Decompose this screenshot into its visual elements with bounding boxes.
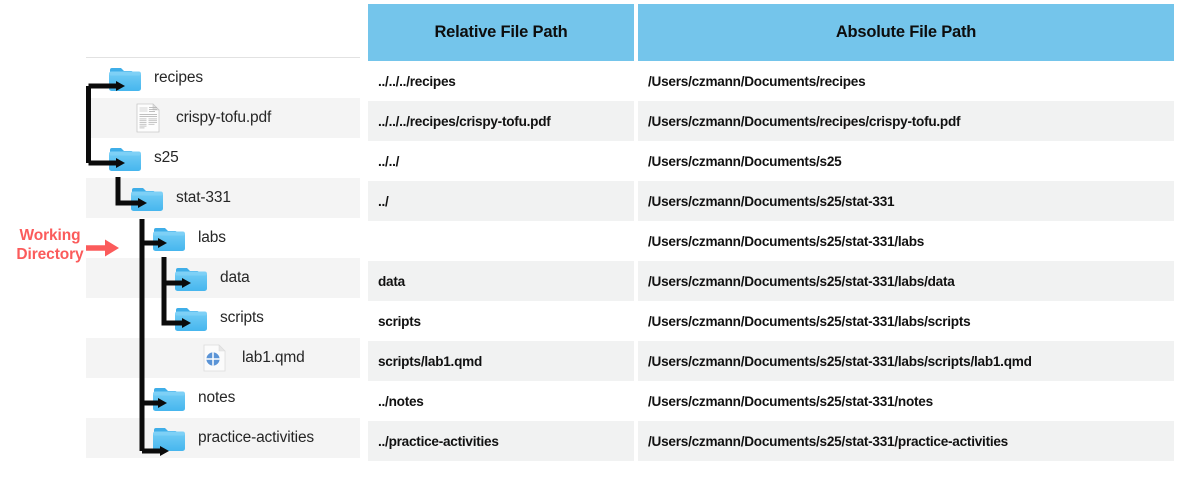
quarto-document-icon — [203, 344, 226, 372]
folder-icon — [153, 428, 185, 451]
table-row: ../../../recipes/crispy-tofu.pdf/Users/c… — [368, 101, 1174, 141]
folder-icon — [152, 383, 188, 413]
tree-item-label: practice-activities — [198, 429, 315, 446]
cell-relative-path: ../ — [368, 181, 634, 221]
folder-icon — [109, 148, 141, 171]
tree-item-label: crispy-tofu.pdf — [176, 109, 272, 126]
column-header-relative-path: Relative File Path — [368, 4, 634, 61]
folder-icon — [174, 303, 210, 333]
cell-absolute-path: /Users/czmann/Documents/s25/stat-331/lab… — [638, 261, 1174, 301]
folder-icon — [152, 223, 188, 253]
tree-item-label: labs — [198, 229, 226, 246]
folder-icon — [109, 68, 141, 91]
file-path-table: Relative File Path Absolute File Path ..… — [368, 4, 1174, 461]
file-tree: recipes crispy-tofu.pdf s25 stat-331 labs dat… — [86, 57, 360, 472]
column-divider — [634, 421, 638, 461]
cell-relative-path: data — [368, 261, 634, 301]
folder-icon — [130, 183, 166, 213]
tree-item-label: lab1.qmd — [242, 349, 305, 366]
column-divider — [634, 181, 638, 221]
cell-relative-path: ../notes — [378, 393, 424, 409]
working-directory-annotation: Working Directory — [0, 226, 100, 264]
cell-absolute-path: /Users/czmann/Documents/s25 — [648, 153, 842, 169]
cell-relative-path: scripts — [378, 313, 421, 329]
folder-icon — [153, 388, 185, 411]
folder-icon — [152, 423, 188, 453]
tree-item-labs[interactable]: labs — [86, 218, 360, 258]
column-divider — [634, 381, 638, 421]
tree-item-lab1-qmd[interactable]: lab1.qmd — [86, 338, 360, 378]
cell-absolute-path: /Users/czmann/Documents/s25/stat-331/lab… — [638, 341, 1174, 381]
folder-icon — [174, 263, 210, 293]
tree-item-stat-331[interactable]: stat-331 — [86, 178, 360, 218]
folder-icon — [131, 188, 163, 211]
cell-absolute-path: /Users/czmann/Documents/s25/stat-331/not… — [648, 393, 933, 409]
cell-relative-path: ../../../recipes/crispy-tofu.pdf — [368, 101, 634, 141]
column-header-absolute-path: Absolute File Path — [638, 4, 1174, 61]
cell-relative-path — [368, 221, 634, 261]
tree-item-label: data — [220, 269, 250, 286]
tree-item-label: scripts — [220, 309, 264, 326]
table-row: ../../ /Users/czmann/Documents/s25 — [368, 141, 1174, 181]
tree-item-label: stat-331 — [176, 189, 231, 206]
table-body: ../../../recipes/Users/czmann/Documents/… — [368, 61, 1174, 461]
tree-item-label: recipes — [154, 69, 203, 86]
cell-relative-path: ../../../recipes — [378, 73, 456, 89]
folder-icon — [108, 143, 144, 173]
tree-item-label: notes — [198, 389, 236, 406]
cell-relative-path: scripts/lab1.qmd — [368, 341, 634, 381]
table-row: /Users/czmann/Documents/s25/stat-331/lab… — [368, 221, 1174, 261]
cell-absolute-path: /Users/czmann/Documents/s25/stat-331/pra… — [638, 421, 1174, 461]
column-divider — [634, 101, 638, 141]
table-row: ../notes/Users/czmann/Documents/s25/stat… — [368, 381, 1174, 421]
column-divider — [634, 141, 638, 181]
column-divider — [634, 341, 638, 381]
cell-absolute-path: /Users/czmann/Documents/s25/stat-331 — [638, 181, 1174, 221]
table-row: ..//Users/czmann/Documents/s25/stat-331 — [368, 181, 1174, 221]
folder-icon — [175, 308, 207, 331]
working-directory-label-line1: Working — [19, 227, 81, 244]
cell-relative-path: ../../ — [378, 153, 400, 169]
table-row: data/Users/czmann/Documents/s25/stat-331… — [368, 261, 1174, 301]
pdf-document-icon — [130, 103, 166, 133]
column-divider — [634, 61, 638, 101]
column-divider — [634, 301, 638, 341]
cell-absolute-path: /Users/czmann/Documents/recipes/crispy-t… — [638, 101, 1174, 141]
tree-item-s25[interactable]: s25 — [86, 138, 360, 178]
table-header-row: Relative File Path Absolute File Path — [368, 4, 1174, 61]
table-row: ../practice-activities/Users/czmann/Docu… — [368, 421, 1174, 461]
cell-relative-path: ../practice-activities — [368, 421, 634, 461]
tree-item-notes[interactable]: notes — [86, 378, 360, 418]
folder-icon — [153, 228, 185, 251]
cell-absolute-path: /Users/czmann/Documents/recipes — [648, 73, 866, 89]
tree-item-practice-activities[interactable]: practice-activities — [86, 418, 360, 458]
tree-item-label: s25 — [154, 149, 179, 166]
cell-absolute-path: /Users/czmann/Documents/s25/stat-331/lab… — [648, 233, 925, 249]
column-divider — [634, 221, 638, 261]
working-directory-label-line2: Directory — [16, 246, 84, 263]
tree-item-data[interactable]: data — [86, 258, 360, 298]
quarto-document-icon — [196, 343, 232, 373]
cell-absolute-path: /Users/czmann/Documents/s25/stat-331/lab… — [648, 313, 971, 329]
right-arrow-icon — [86, 239, 119, 257]
tree-item-recipes[interactable]: recipes — [86, 58, 360, 98]
table-row: scripts/Users/czmann/Documents/s25/stat-… — [368, 301, 1174, 341]
tree-item-crispy-tofu-pdf[interactable]: crispy-tofu.pdf — [86, 98, 360, 138]
folder-icon — [108, 63, 144, 93]
table-row: scripts/lab1.qmd/Users/czmann/Documents/… — [368, 341, 1174, 381]
column-divider — [634, 261, 638, 301]
pdf-document-icon — [136, 103, 160, 133]
column-divider — [634, 4, 638, 61]
tree-item-scripts[interactable]: scripts — [86, 298, 360, 338]
table-row: ../../../recipes/Users/czmann/Documents/… — [368, 61, 1174, 101]
folder-icon — [175, 268, 207, 291]
